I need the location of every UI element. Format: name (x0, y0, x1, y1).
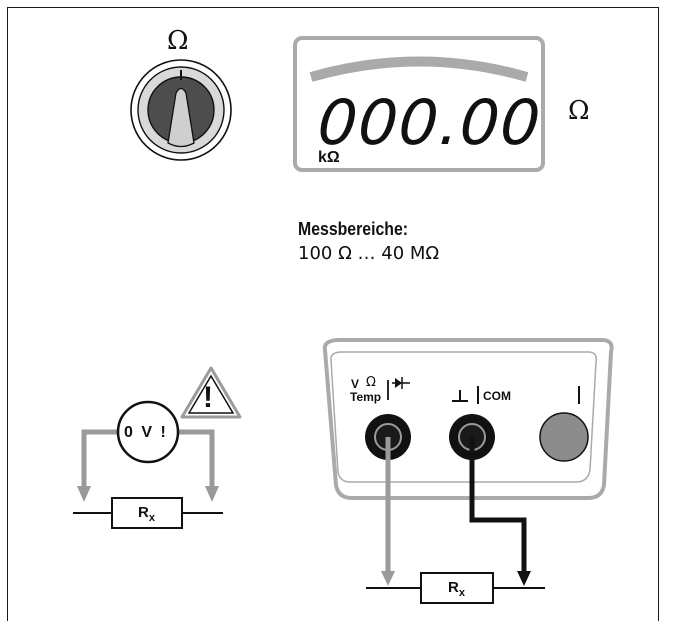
test-leads (366, 437, 545, 604)
ranges-value: 100 Ω … 40 MΩ (298, 243, 440, 264)
jack-label-v: V (351, 377, 360, 391)
display-unit-prefix: kΩ (318, 149, 340, 166)
warning-triangle-icon (180, 366, 242, 419)
jack-label-com: COM (483, 389, 511, 403)
warning-sign-mark: ! (203, 381, 213, 414)
warning-circuit (73, 400, 223, 529)
jack-label-omega: Ω (366, 375, 376, 390)
jack-label-temp: Temp (350, 390, 382, 404)
rotary-switch-icon (130, 59, 232, 161)
switch-omega-symbol: Ω (167, 26, 189, 56)
jack-panel (322, 338, 614, 500)
zero-volt-label: 0 V ! (124, 424, 168, 441)
display-panel (293, 36, 545, 172)
display-reading: 000.00 (315, 86, 544, 159)
resistor-label-left: Rx (138, 504, 155, 524)
figure-frame (7, 7, 659, 621)
display-unit-side: Ω (568, 96, 590, 126)
ranges-title: Messbereiche: (298, 219, 409, 239)
resistor-label-right: Rx (448, 579, 465, 599)
